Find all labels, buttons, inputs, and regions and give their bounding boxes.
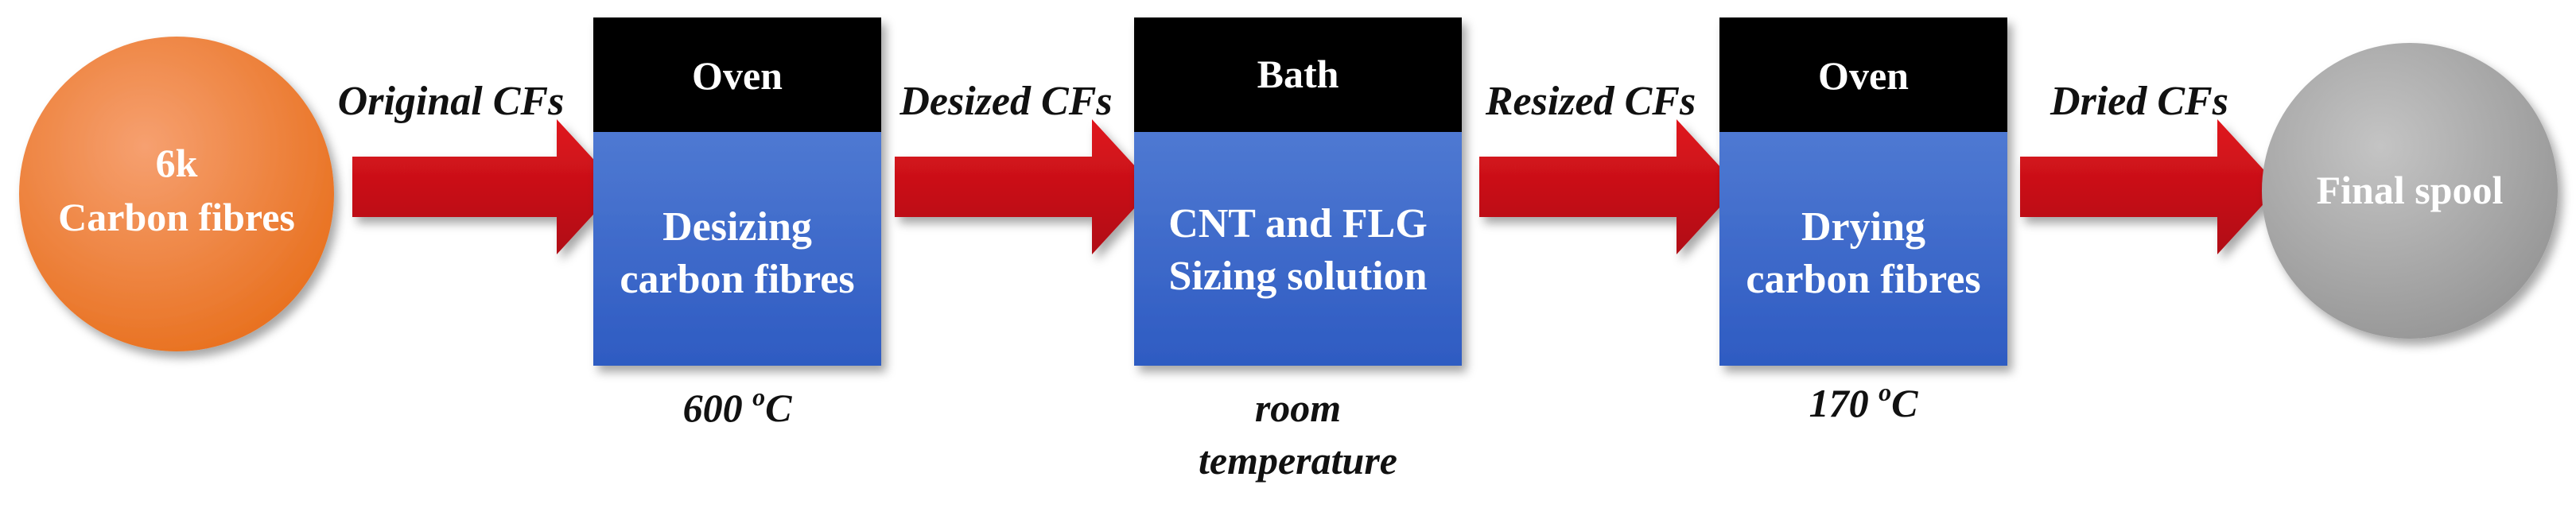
step-2-condition: room	[1255, 386, 1341, 430]
arrow-2-shape	[895, 119, 1154, 254]
step-2-condition-line2: temperature	[1199, 438, 1397, 483]
arrow-4-label: Dried CFs	[2050, 79, 2228, 124]
arrow-2-label: Desized CFs	[899, 79, 1112, 124]
step-3-cond-value: 170	[1809, 381, 1879, 425]
source-line1: 6k	[156, 141, 198, 185]
source-line2: Carbon fibres	[58, 195, 295, 239]
step-3-line1: Drying	[1801, 204, 1925, 250]
final-label: Final spool	[2317, 168, 2504, 212]
step-3-condition: 170 oC	[1809, 378, 1919, 425]
arrow-1-shape	[352, 119, 619, 254]
arrow-3-shape	[1479, 119, 1739, 254]
step-1: Oven Desizing carbon fibres 600 oC	[593, 17, 881, 430]
step-1-condition: 600 oC	[683, 382, 793, 430]
arrow-3: Resized CFs	[1479, 79, 1739, 254]
final-node: Final spool	[2262, 43, 2558, 339]
step-2: Bath CNT and FLG Sizing solution room te…	[1134, 17, 1462, 483]
arrow-2: Desized CFs	[895, 79, 1154, 254]
step-2-line1: CNT and FLG	[1168, 201, 1428, 246]
source-node: 6k Carbon fibres	[19, 37, 334, 351]
step-2-header	[1134, 17, 1462, 132]
step-1-cond-unit: C	[765, 386, 792, 430]
step-1-line1: Desizing	[662, 204, 812, 250]
step-3: Oven Drying carbon fibres 170 oC	[1719, 17, 2007, 425]
source-circle	[19, 37, 334, 351]
step-2-line2: Sizing solution	[1168, 254, 1427, 299]
step-1-line2: carbon fibres	[620, 257, 854, 302]
arrow-3-label: Resized CFs	[1485, 79, 1696, 124]
final-circle	[2262, 43, 2558, 339]
step-1-cond-value: 600	[683, 386, 753, 430]
step-1-header-label: Oven	[692, 53, 783, 98]
arrow-1-label: Original CFs	[338, 79, 565, 124]
arrow-4-shape	[2020, 119, 2279, 254]
step-1-cond-sup: o	[752, 382, 765, 411]
step-1-header	[593, 17, 881, 132]
arrow-1: Original CFs	[338, 79, 619, 254]
step-3-line2: carbon fibres	[1746, 257, 1980, 302]
step-3-header-label: Oven	[1818, 53, 1909, 98]
step-3-cond-unit: C	[1891, 381, 1918, 425]
step-3-header	[1719, 17, 2007, 132]
arrow-4: Dried CFs	[2020, 79, 2279, 254]
step-2-header-label: Bath	[1257, 52, 1339, 96]
step-3-cond-sup: o	[1879, 378, 1891, 406]
